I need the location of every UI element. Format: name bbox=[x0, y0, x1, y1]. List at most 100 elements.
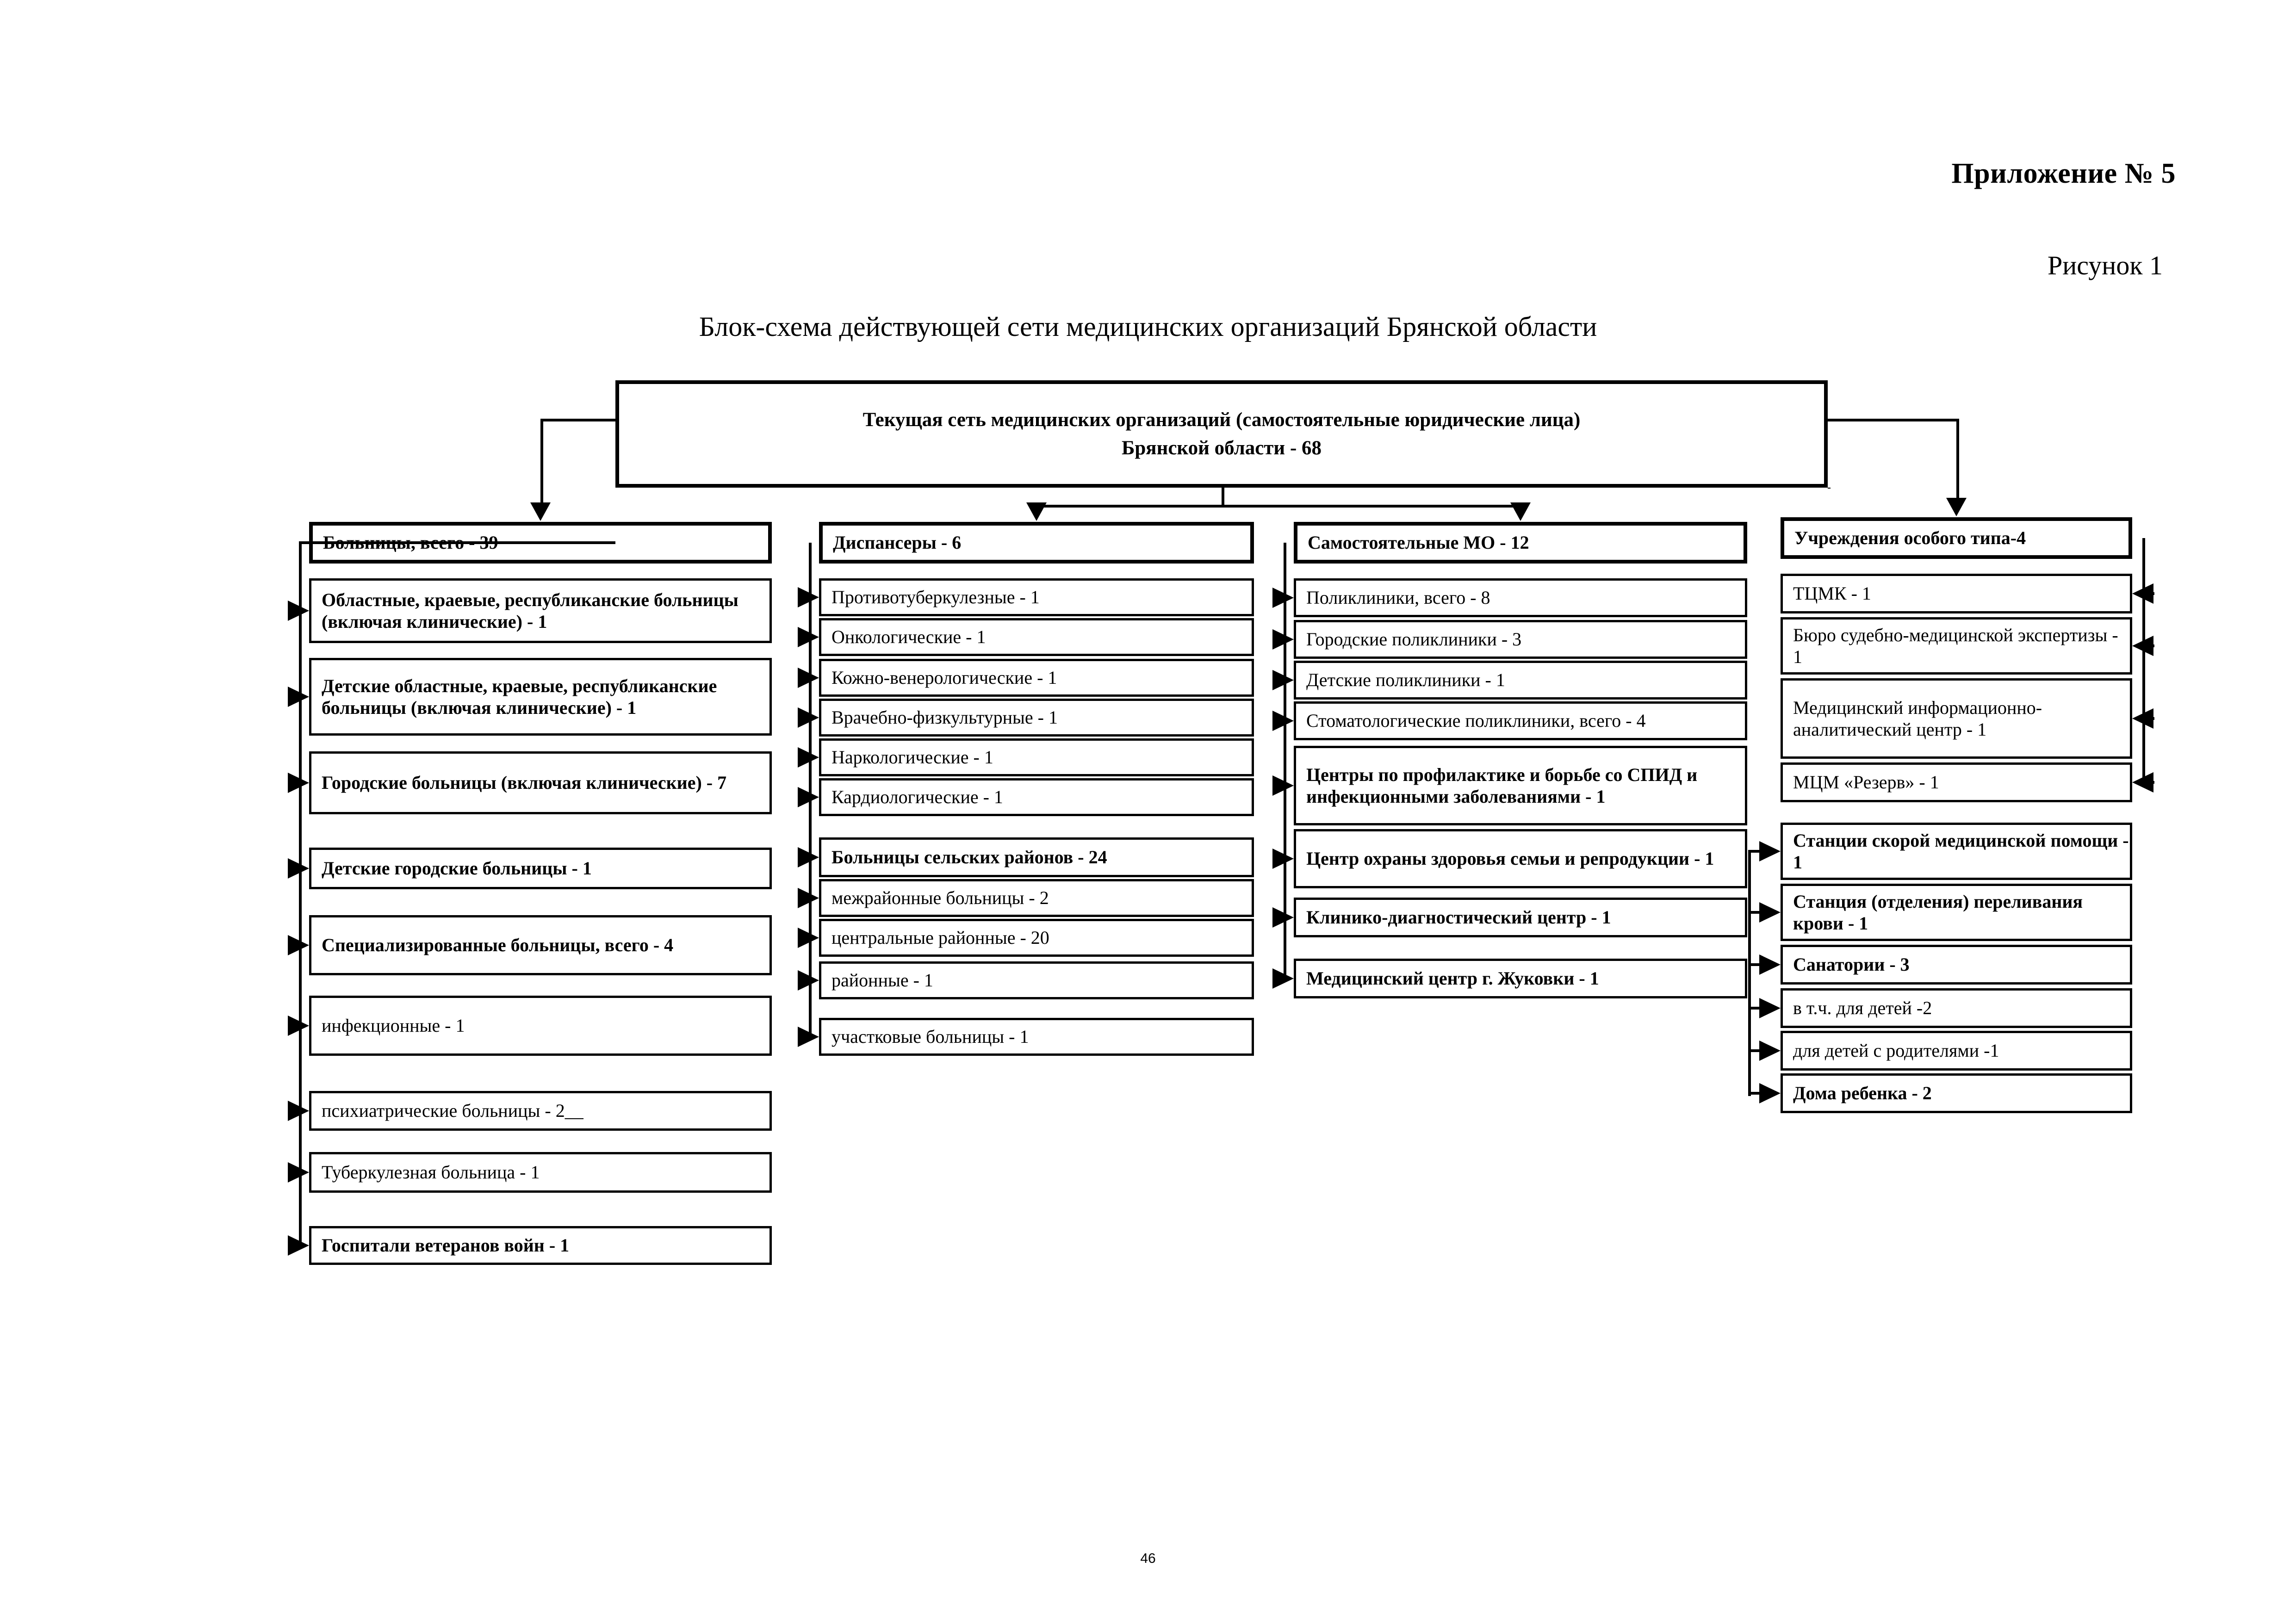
arrow-right-dispensaries-9 bbox=[798, 970, 819, 991]
node-label: Детские поликлиники - 1 bbox=[1306, 669, 1505, 691]
node-hospitals-7: Туберкулезная больница - 1 bbox=[309, 1152, 772, 1193]
node-label: Областные, краевые, республиканские боль… bbox=[322, 589, 738, 632]
arrow-right-independent-mo-2 bbox=[1272, 670, 1294, 690]
connector-line-special-type-2 bbox=[2153, 717, 2154, 720]
arrow-right-hospitals-0 bbox=[288, 601, 309, 621]
figure-label: Рисунок 1 bbox=[2048, 250, 2163, 280]
connector-line-special-type-1 bbox=[2153, 644, 2154, 647]
node-label: Станции скорой медицинской помощи - 1 bbox=[1793, 830, 2129, 873]
node-dispensaries-7: межрайонные больницы - 2 bbox=[819, 879, 1254, 917]
node-label: межрайонные больницы - 2 bbox=[832, 887, 1049, 909]
arrow-right-dispensaries-3 bbox=[798, 707, 819, 728]
node-label: Медицинский центр г. Жуковки - 1 bbox=[1306, 968, 1599, 989]
arrow-right-special-type-4 bbox=[1759, 841, 1781, 861]
node-special-type-5: Станция (отделения) переливания крови - … bbox=[1781, 884, 2132, 941]
root-branch-v-col1 bbox=[540, 420, 543, 502]
node-label: Клинико-диагностический центр - 1 bbox=[1306, 907, 1611, 928]
node-label: Центр охраны здоровья семьи и репродукци… bbox=[1306, 848, 1714, 869]
arrow-right-hospitals-2 bbox=[288, 773, 309, 793]
node-special-type-6: Санатории - 3 bbox=[1781, 945, 2132, 985]
connector-line-special-type-5 bbox=[1748, 911, 1759, 914]
node-dispensaries-2: Кожно-венерологические - 1 bbox=[819, 659, 1254, 697]
node-dispensaries-10: участковые больницы - 1 bbox=[819, 1018, 1254, 1056]
node-special-type-1: Бюро судебно-медицинской экспертизы - 1 bbox=[1781, 617, 2132, 675]
group-header-label: Самостоятельные МО - 12 bbox=[1308, 532, 1529, 553]
node-dispensaries-0: Противотуберкулезные - 1 bbox=[819, 578, 1254, 616]
group-header-dispensaries: Диспансеры - 6 bbox=[819, 522, 1254, 564]
node-independent-mo-1: Городские поликлиники - 3 bbox=[1294, 620, 1747, 659]
node-independent-mo-6: Клинико-диагностический центр - 1 bbox=[1294, 898, 1747, 937]
arrow-down-to-special-type bbox=[1946, 498, 1967, 516]
diagram-title: Блок-схема действующей сети медицинских … bbox=[699, 311, 1597, 342]
group-header-independent-mo: Самостоятельные МО - 12 bbox=[1294, 522, 1747, 564]
page-number: 46 bbox=[1140, 1551, 1156, 1566]
root-bus bbox=[1036, 505, 1523, 508]
node-special-type-2: Медицинский информационно-аналитический … bbox=[1781, 678, 2132, 759]
node-dispensaries-6: Больницы сельских районов - 24 bbox=[819, 837, 1254, 877]
trunk-line-left-special-type bbox=[1748, 851, 1751, 1096]
node-independent-mo-2: Детские поликлиники - 1 bbox=[1294, 661, 1747, 700]
arrow-right-dispensaries-7 bbox=[798, 888, 819, 908]
node-label: Больницы сельских районов - 24 bbox=[832, 847, 1107, 868]
arrow-right-dispensaries-4 bbox=[798, 747, 819, 768]
node-label: Стоматологические поликлиники, всего - 4 bbox=[1306, 710, 1646, 731]
node-dispensaries-3: Врачебно-физкультурные - 1 bbox=[819, 699, 1254, 737]
node-independent-mo-0: Поликлиники, всего - 8 bbox=[1294, 578, 1747, 617]
node-special-type-4: Станции скорой медицинской помощи - 1 bbox=[1781, 823, 2132, 880]
arrow-right-dispensaries-10 bbox=[798, 1027, 819, 1047]
node-label: Санатории - 3 bbox=[1793, 954, 1910, 975]
node-label: Центры по профилактике и борьбе со СПИД … bbox=[1306, 764, 1698, 807]
connector-line-special-type-4 bbox=[1748, 850, 1759, 853]
node-label: психиатрические больницы - 2__ bbox=[322, 1100, 583, 1121]
node-hospitals-5: инфекционные - 1 bbox=[309, 996, 772, 1056]
node-dispensaries-9: районные - 1 bbox=[819, 961, 1254, 999]
group-header-hospitals: Больницы, всего - 39 bbox=[309, 522, 772, 564]
node-label: Городские поликлиники - 3 bbox=[1306, 629, 1522, 650]
trunk-line-independent-mo bbox=[1284, 543, 1286, 981]
root-branch-h-col4 bbox=[1828, 419, 1959, 421]
arrow-right-independent-mo-3 bbox=[1272, 711, 1294, 731]
connector-line-special-type-7 bbox=[1748, 1007, 1759, 1010]
node-hospitals-1: Детские областные, краевые, республиканс… bbox=[309, 658, 772, 736]
arrow-right-dispensaries-2 bbox=[798, 668, 819, 688]
arrow-right-independent-mo-7 bbox=[1272, 968, 1294, 989]
node-label: центральные районные - 20 bbox=[832, 927, 1049, 948]
node-independent-mo-7: Медицинский центр г. Жуковки - 1 bbox=[1294, 959, 1747, 998]
group-header-label: Учреждения особого типа-4 bbox=[1794, 527, 2026, 549]
arrow-right-special-type-7 bbox=[1759, 998, 1781, 1018]
node-special-type-3: МЦМ «Резерв» - 1 bbox=[1781, 762, 2132, 802]
arrow-right-hospitals-1 bbox=[288, 687, 309, 707]
arrow-right-dispensaries-6 bbox=[798, 847, 819, 867]
node-label: для детей с родителями -1 bbox=[1793, 1040, 1999, 1061]
node-label: Детские городские больницы - 1 bbox=[322, 858, 592, 879]
arrow-right-independent-mo-0 bbox=[1272, 588, 1294, 608]
node-label: Туберкулезная больница - 1 bbox=[322, 1162, 540, 1183]
node-special-type-9: Дома ребенка - 2 bbox=[1781, 1073, 2132, 1113]
arrow-right-independent-mo-4 bbox=[1272, 775, 1294, 796]
arrow-right-dispensaries-8 bbox=[798, 928, 819, 948]
trunk-line-hospitals bbox=[299, 543, 302, 1248]
arrow-right-special-type-6 bbox=[1759, 954, 1781, 975]
connector-line-special-type-0 bbox=[2153, 592, 2154, 595]
node-label: Детские областные, краевые, республиканс… bbox=[322, 675, 717, 718]
trunk-line-right-special-type bbox=[2142, 538, 2145, 785]
node-dispensaries-4: Наркологические - 1 bbox=[819, 738, 1254, 776]
node-hospitals-0: Областные, краевые, республиканские боль… bbox=[309, 578, 772, 643]
node-independent-mo-5: Центр охраны здоровья семьи и репродукци… bbox=[1294, 829, 1747, 888]
node-label: Кожно-венерологические - 1 bbox=[832, 667, 1057, 688]
node-special-type-0: ТЦМК - 1 bbox=[1781, 574, 2132, 613]
node-hospitals-4: Специализированные больницы, всего - 4 bbox=[309, 915, 772, 975]
group-header-label: Диспансеры - 6 bbox=[833, 532, 962, 553]
connector-line-special-type-6 bbox=[1748, 963, 1759, 966]
connector-line-special-type-9 bbox=[1748, 1092, 1759, 1095]
arrow-down-to-hospitals bbox=[530, 502, 551, 521]
arrow-right-special-type-8 bbox=[1759, 1041, 1781, 1061]
arrow-right-hospitals-8 bbox=[288, 1235, 309, 1256]
root-edge-tick bbox=[1828, 488, 1831, 489]
group-header-special-type: Учреждения особого типа-4 bbox=[1781, 517, 2132, 559]
arrow-right-dispensaries-0 bbox=[798, 587, 819, 607]
node-special-type-8: для детей с родителями -1 bbox=[1781, 1031, 2132, 1071]
connector-line-special-type-8 bbox=[1748, 1049, 1759, 1052]
node-label: Специализированные больницы, всего - 4 bbox=[322, 935, 674, 956]
node-dispensaries-5: Кардиологические - 1 bbox=[819, 778, 1254, 816]
